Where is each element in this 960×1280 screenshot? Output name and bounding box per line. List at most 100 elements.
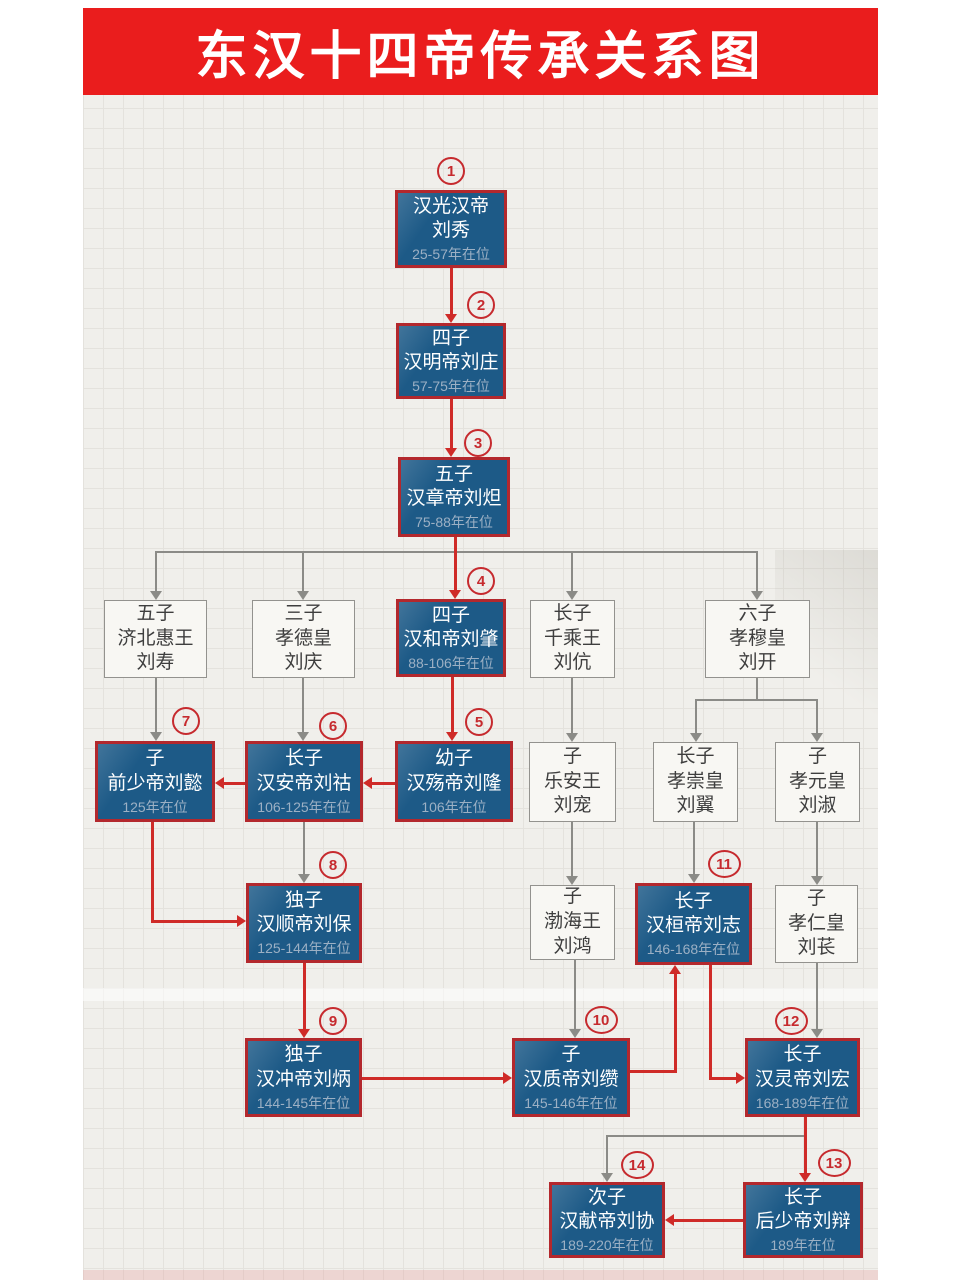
relative-box-liuyi: 长子孝崇皇刘翼: [653, 742, 738, 822]
relation-label: 子: [806, 887, 826, 909]
reign-years: 145-146年在位: [524, 1094, 618, 1111]
relation-connector: [816, 699, 818, 734]
reign-years: 189年在位: [770, 1237, 836, 1254]
order-badge-8: 8: [319, 851, 347, 879]
paper-seam: [83, 988, 878, 1001]
arrowhead-left-icon: [363, 777, 372, 789]
person-name: 汉献帝刘协: [559, 1211, 655, 1233]
order-badge-14: 14: [620, 1151, 654, 1179]
relation-connector: [693, 821, 695, 875]
reign-years: 168-189年在位: [755, 1094, 850, 1111]
relation-connector: [695, 699, 697, 734]
succession-connector: [150, 919, 239, 923]
arrowhead-up-icon: [669, 965, 681, 974]
person-name: 刘鸿: [553, 935, 592, 957]
arrowhead-down-icon: [688, 874, 700, 883]
reign-years: 57-75年在位: [412, 378, 490, 395]
succession-connector: [360, 1076, 505, 1080]
person-name: 刘开: [738, 652, 777, 674]
relation-connector: [155, 551, 157, 592]
arrowhead-down-icon: [150, 732, 162, 741]
relation-label: 四子: [431, 327, 470, 349]
succession-connector: [453, 535, 457, 592]
relative-box-liuqing: 三子孝德皇刘庆: [252, 600, 355, 678]
reign-years: 125-144年在位: [257, 940, 351, 957]
order-badge-12: 12: [774, 1007, 808, 1035]
arrowhead-left-icon: [215, 777, 224, 789]
relative-box-liuchang: 子孝仁皇刘苌: [775, 885, 858, 963]
person-name: 汉冲帝刘炳: [255, 1068, 351, 1090]
relation-label: 五子: [434, 463, 473, 485]
arrowhead-down-icon: [445, 448, 457, 457]
relation-connector: [606, 1135, 608, 1174]
person-name: 汉章帝刘炟: [406, 488, 502, 510]
person-name: 汉桓帝刘志: [645, 915, 741, 937]
relation-label: 独子: [284, 889, 323, 911]
person-name: 刘庆: [284, 652, 323, 674]
emperor-box-chongdi: 独子汉冲帝刘炳 144-145年在位: [245, 1038, 362, 1117]
relation-connector: [302, 551, 304, 592]
relation-label: 子: [561, 1044, 581, 1066]
bottom-edge-tint: [83, 1270, 878, 1280]
relation-connector: [155, 551, 758, 553]
relative-box-liushou: 五子济北惠王刘寿: [104, 600, 207, 678]
arrowhead-down-icon: [298, 1029, 310, 1038]
relation-connector: [302, 677, 304, 733]
relation-label: 四子: [431, 604, 470, 626]
person-name: 汉和帝刘肇: [403, 629, 499, 651]
arrowhead-down-icon: [297, 591, 309, 600]
person-name: 刘秀: [431, 220, 470, 242]
person-name: 济北惠王: [117, 627, 194, 649]
relation-label: 子: [807, 745, 827, 767]
relation-label: 长子: [676, 745, 715, 767]
arrowhead-right-icon: [237, 915, 246, 927]
arrowhead-down-icon: [566, 733, 578, 742]
person-name: 后少帝刘辩: [755, 1211, 851, 1233]
order-badge-10: 10: [584, 1006, 618, 1034]
relation-connector: [155, 677, 157, 733]
relation-connector: [571, 551, 573, 592]
relation-label: 长子: [284, 748, 323, 770]
order-badge-7: 7: [172, 707, 200, 735]
page-title: 东汉十四帝传承关系图: [195, 29, 766, 86]
relation-label: 长子: [783, 1186, 822, 1208]
relation-connector: [816, 821, 818, 877]
person-name: 刘伉: [553, 652, 592, 674]
person-name: 汉灵帝刘宏: [754, 1068, 850, 1090]
succession-connector: [628, 1069, 677, 1073]
person-name: 刘淑: [798, 795, 837, 817]
relation-label: 子: [562, 886, 582, 908]
arrowhead-down-icon: [690, 733, 702, 742]
succession-connector: [672, 1218, 745, 1222]
succession-connector: [450, 675, 454, 734]
emperor-box-zhidi: 子汉质帝刘缵 145-146年在位: [512, 1038, 630, 1117]
person-name: 刘宠: [553, 795, 592, 817]
arrowhead-right-icon: [503, 1072, 512, 1084]
person-name: 刘寿: [136, 652, 175, 674]
relation-connector: [816, 962, 818, 1030]
arrowhead-down-icon: [811, 733, 823, 742]
succession-connector: [449, 397, 453, 450]
arrowhead-down-icon: [566, 876, 578, 885]
person-name: 汉质帝刘缵: [523, 1068, 619, 1090]
reign-years: 144-145年在位: [256, 1094, 351, 1111]
order-badge-11: 11: [707, 850, 741, 878]
relative-box-liukai: 六子孝穆皇刘开: [705, 600, 810, 678]
relation-label: 次子: [587, 1186, 626, 1208]
emperor-box-houshao: 长子后少帝刘辩 189年在位: [743, 1182, 863, 1258]
relation-label: 独子: [284, 1044, 323, 1066]
reign-years: 146-168年在位: [646, 941, 741, 958]
reign-years: 189-220年在位: [560, 1237, 654, 1254]
relation-label: 五子: [136, 602, 175, 624]
succession-connector: [370, 781, 397, 785]
person-name: 乐安王: [543, 770, 601, 792]
arrowhead-down-icon: [150, 591, 162, 600]
